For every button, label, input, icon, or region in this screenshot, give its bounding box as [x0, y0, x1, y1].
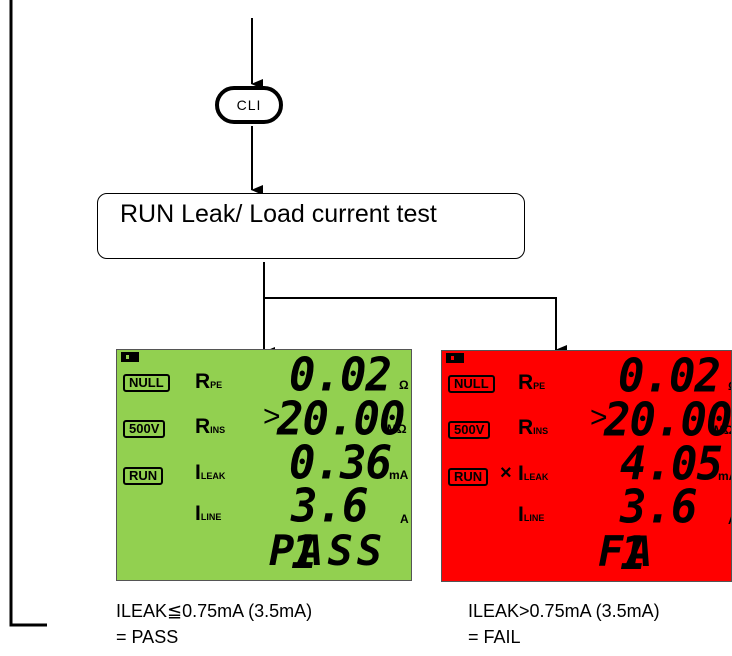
iline-value: 3.6 1 — [620, 480, 697, 581]
left-bracket-line — [9, 0, 47, 627]
cli-label: CLI — [236, 97, 262, 113]
fail-result-caption: = FAIL — [468, 627, 521, 647]
pass-lcd-display: NULL 500V RUN RPE RINS ILEAK ILINE 0.02 … — [116, 349, 412, 581]
fail-caption: ILEAK>0.75mA (3.5mA) = FAIL — [468, 598, 660, 650]
rins-label: RINS — [195, 415, 226, 438]
voltage-tag: 500V — [448, 421, 491, 439]
ileak-label: ILEAK — [518, 462, 549, 485]
ileak-label: ILEAK — [195, 461, 226, 484]
run-tag: RUN — [123, 467, 164, 485]
battery-icon — [121, 352, 139, 362]
rins-value: 20.00 — [277, 392, 405, 447]
run-tag: RUN — [448, 468, 489, 486]
fail-lcd-display: NULL 500V RUN RPE RINS × ILEAK ILINE 0.0… — [441, 350, 732, 582]
pass-result-caption: = PASS — [116, 627, 179, 647]
null-tag: NULL — [123, 374, 170, 392]
iline-unit: A — [728, 513, 731, 527]
iline-value: 3.6 1 — [291, 479, 368, 580]
run-test-process-box: RUN Leak/ Load current test — [97, 193, 525, 259]
rpe-unit: Ω — [728, 379, 731, 393]
rpe-value: 0.02 — [289, 349, 392, 403]
rpe-label: RPE — [195, 370, 223, 393]
rpe-value: 0.02 — [618, 350, 721, 404]
voltage-tag: 500V — [123, 420, 166, 438]
rins-value: 20.00 — [604, 393, 732, 448]
fail-condition-text: ILEAK>0.75mA (3.5mA) — [468, 601, 660, 621]
run-test-label: RUN Leak/ Load current test — [120, 200, 437, 228]
rins-unit: MΩ — [714, 423, 732, 437]
leak-fail-cross-icon: × — [500, 462, 512, 484]
cli-start-node: CLI — [215, 86, 283, 124]
ileak-unit: mA — [718, 469, 731, 483]
greater-than-symbol: > — [590, 401, 608, 434]
pass-result-text: PASS — [269, 526, 387, 575]
iline-label: ILINE — [195, 502, 222, 525]
pass-caption: ILEAK≦0.75mA (3.5mA) = PASS — [116, 598, 312, 650]
rpe-label: RPE — [518, 371, 546, 394]
ileak-value: 0.36 — [289, 436, 392, 491]
branch-line — [264, 297, 567, 355]
rins-label: RINS — [518, 416, 549, 439]
greater-than-symbol: > — [263, 400, 281, 433]
iline-unit: A — [400, 512, 409, 526]
iline-label: ILINE — [518, 503, 545, 526]
pass-condition-text: ILEAK≦0.75mA (3.5mA) — [116, 601, 313, 621]
rpe-unit: Ω — [399, 378, 409, 392]
ileak-value: 4.05 — [620, 437, 723, 492]
rins-unit: MΩ — [387, 422, 407, 436]
ileak-unit: mA — [389, 468, 409, 482]
fail-result-text: FA IL — [598, 527, 657, 581]
null-tag: NULL — [448, 375, 495, 393]
battery-icon — [446, 353, 464, 363]
